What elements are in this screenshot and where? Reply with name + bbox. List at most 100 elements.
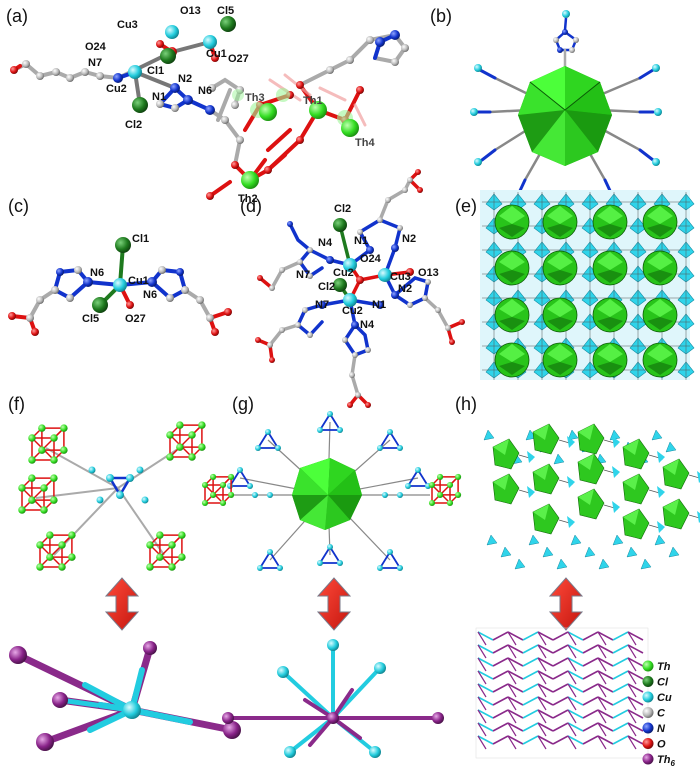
label-cu1-a: Cu1 bbox=[206, 48, 227, 60]
th6-cube-cluster bbox=[18, 474, 58, 514]
panel-label-c: (c) bbox=[8, 196, 29, 216]
atom-cu1-c bbox=[113, 278, 127, 292]
label-n2b-d: N2 bbox=[398, 283, 412, 295]
legend-item-o: O bbox=[642, 738, 666, 751]
panel-b: (b) bbox=[430, 6, 662, 202]
label-cu3-a: Cu3 bbox=[117, 19, 138, 31]
legend-label: Th bbox=[657, 661, 671, 673]
label-cl1-c: Cl1 bbox=[132, 233, 149, 245]
double-arrow-g bbox=[316, 577, 352, 631]
legend-item-cu: Cu bbox=[642, 691, 672, 704]
panel-label-b: (b) bbox=[430, 6, 452, 26]
atom-th2-a bbox=[241, 171, 259, 189]
label-o27-a: O27 bbox=[228, 53, 249, 65]
topology-g bbox=[222, 639, 444, 758]
framework-lattice-e bbox=[482, 192, 695, 380]
panel-g: (g) bbox=[201, 394, 462, 571]
label-n6-a: N6 bbox=[198, 85, 212, 97]
th6-cube-cluster bbox=[146, 531, 186, 571]
label-n1-a: N1 bbox=[152, 91, 166, 103]
label-o27-c: O27 bbox=[125, 313, 146, 325]
node-th6-center-g bbox=[327, 712, 339, 724]
label-n4b-d: N4 bbox=[360, 319, 375, 331]
label-th1-a: Th1 bbox=[303, 95, 323, 107]
atom-cu1-a bbox=[203, 35, 217, 49]
legend-label: N bbox=[657, 723, 666, 735]
legend-item-c: C bbox=[642, 707, 666, 720]
label-cl5-c: Cl5 bbox=[82, 313, 99, 325]
label-o13-d: O13 bbox=[418, 267, 439, 279]
node-cu-center-f bbox=[123, 701, 141, 719]
th6-cube-cluster bbox=[166, 421, 206, 461]
legend-swatch bbox=[642, 738, 654, 749]
legend-item-th6: Th6 bbox=[642, 753, 675, 768]
legend-swatch bbox=[642, 676, 654, 687]
label-th4-a: Th4 bbox=[355, 137, 375, 149]
legend-item-th: Th bbox=[642, 660, 671, 673]
legend-swatch bbox=[642, 707, 654, 718]
atom-cu2a-d bbox=[343, 258, 357, 272]
legend-label: Cl bbox=[657, 677, 669, 689]
panel-label-h: (h) bbox=[455, 394, 477, 414]
label-n1b-d: N1 bbox=[372, 299, 386, 311]
panel-f: (f) bbox=[8, 394, 206, 571]
legend-item-cl: Cl bbox=[642, 676, 669, 689]
atom-cu3-d bbox=[378, 268, 392, 282]
framework-packing-h bbox=[483, 423, 700, 570]
label-n6b-c: N6 bbox=[143, 289, 157, 301]
label-n7-a: N7 bbox=[88, 57, 102, 69]
label-cl2a-d: Cl2 bbox=[334, 203, 351, 215]
atom-cu2-a bbox=[128, 65, 142, 79]
legend-swatch bbox=[642, 722, 654, 734]
label-cl2-a: Cl2 bbox=[125, 119, 142, 131]
panel-a: (a) bbox=[6, 5, 409, 205]
label-th3-a: Th3 bbox=[245, 92, 265, 104]
double-arrow-h bbox=[548, 577, 584, 631]
label-cu2-a: Cu2 bbox=[106, 83, 127, 95]
label-n2a-d: N2 bbox=[402, 233, 416, 245]
th6-cluster-b bbox=[518, 66, 612, 166]
label-o24-d: O24 bbox=[360, 253, 382, 265]
label-cl1-a: Cl1 bbox=[147, 65, 164, 77]
legend-label: O bbox=[657, 739, 666, 751]
atom-th3-a bbox=[259, 103, 277, 121]
label-o24-a: O24 bbox=[85, 41, 107, 53]
panel-label-a: (a) bbox=[6, 6, 28, 26]
double-arrow-f bbox=[104, 577, 140, 631]
label-cl2b-d: Cl2 bbox=[318, 281, 335, 293]
label-cu3-d: Cu3 bbox=[390, 271, 411, 283]
th6-cube-cluster bbox=[201, 473, 235, 507]
legend-swatch bbox=[642, 660, 654, 672]
topology-f bbox=[9, 641, 241, 751]
legend-swatch bbox=[642, 753, 654, 765]
label-n1a-d: N1 bbox=[354, 235, 368, 247]
atom-th1-a bbox=[309, 101, 327, 119]
th6-cube-cluster bbox=[428, 473, 462, 507]
panel-label-f: (f) bbox=[8, 394, 25, 414]
label-n4a-d: N4 bbox=[318, 237, 333, 249]
legend-item-n: N bbox=[642, 722, 666, 735]
legend-label: Th6 bbox=[657, 754, 675, 768]
panel-d: (d) bbox=[240, 169, 465, 408]
th6-cube-cluster bbox=[28, 424, 68, 464]
label-th2-a: Th2 bbox=[238, 193, 258, 205]
atom-th4-a bbox=[341, 119, 359, 137]
label-cu1-c: Cu1 bbox=[128, 275, 149, 287]
atom-cu2b-d bbox=[343, 293, 357, 307]
label-n7b-d: N7 bbox=[315, 299, 329, 311]
label-n7a-d: N7 bbox=[296, 269, 310, 281]
label-cu2a-d: Cu2 bbox=[333, 267, 354, 279]
label-cl5-a: Cl5 bbox=[217, 5, 234, 17]
label-n6a-c: N6 bbox=[90, 267, 104, 279]
topology-h bbox=[475, 627, 649, 759]
panel-label-d: (d) bbox=[240, 196, 262, 216]
label-o13-a: O13 bbox=[180, 5, 201, 17]
panel-c: (c) bbox=[8, 196, 232, 336]
th6-cube-cluster bbox=[36, 531, 76, 571]
legend-label: C bbox=[657, 708, 666, 720]
panel-e: (e) bbox=[455, 190, 695, 380]
panel-label-g: (g) bbox=[232, 394, 254, 414]
legend-label: Cu bbox=[657, 692, 672, 704]
